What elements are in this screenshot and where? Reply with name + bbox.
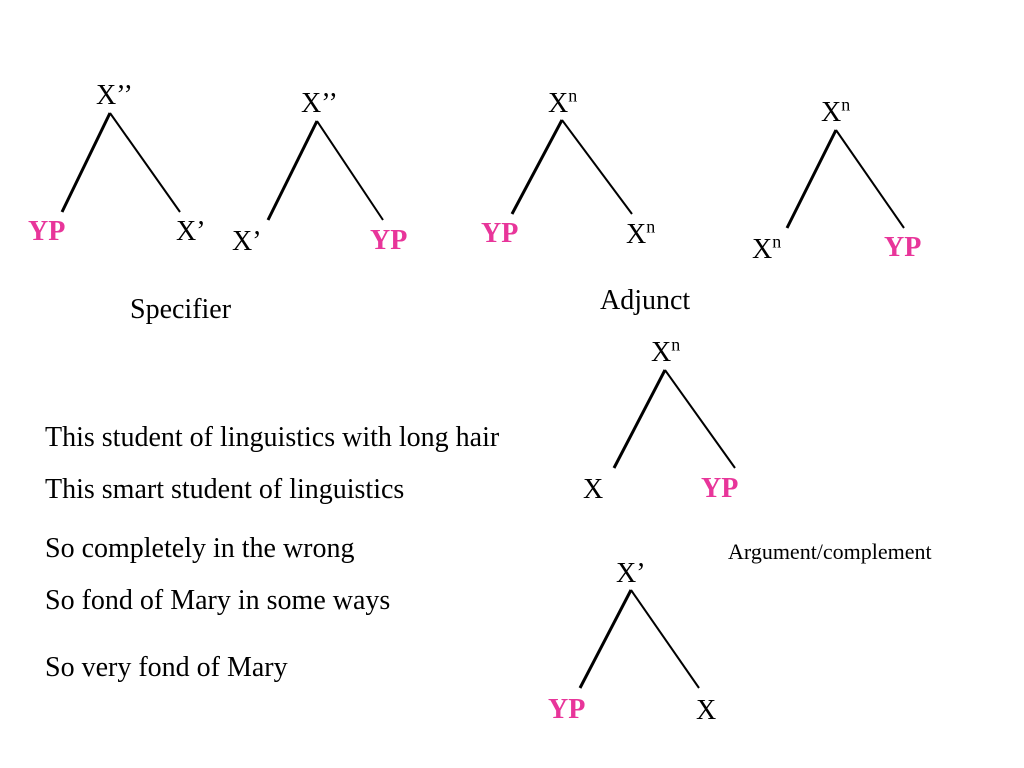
tree3-right-superscript: n	[646, 216, 656, 237]
tree4-root-superscript: n	[841, 94, 851, 115]
tree5-root-label: Xn	[651, 334, 681, 368]
example-phrase-4: So fond of Mary in some ways	[45, 585, 391, 616]
tree4-right-label: YP	[884, 232, 922, 263]
tree3-left-branch	[510, 119, 564, 215]
tree4-right-branch	[835, 129, 905, 229]
tree2-right-label: YP	[370, 225, 408, 256]
tree6-right-label: X	[696, 695, 717, 726]
example-phrase-1: This student of linguistics with long ha…	[45, 422, 500, 453]
tree5-right-label: YP	[701, 473, 739, 504]
tree4-root-label: Xn	[821, 94, 851, 128]
tree4-left-branch	[785, 129, 838, 229]
tree3-root-label: Xn	[548, 85, 578, 119]
tree1-left-label: YP	[28, 216, 66, 247]
tree3-root-superscript: n	[568, 85, 578, 106]
tree6-right-branch	[630, 589, 700, 689]
tree5-left-label: X	[583, 474, 604, 505]
tree3-right-branch	[561, 119, 633, 215]
tree3-left-label: YP	[481, 218, 519, 249]
tree1-right-branch	[109, 112, 181, 213]
tree6-root-label: X’	[616, 558, 646, 589]
tree2-left-branch	[266, 120, 319, 221]
tree2-right-branch	[316, 120, 384, 221]
argument-complement-caption: Argument/complement	[728, 539, 932, 564]
example-phrase-5: So very fond of Mary	[45, 652, 288, 683]
tree4-left-superscript: n	[772, 231, 782, 252]
example-phrase-3: So completely in the wrong	[45, 533, 355, 564]
tree5-root-superscript: n	[671, 334, 681, 355]
adjunct-caption: Adjunct	[600, 285, 691, 316]
tree5-left-branch	[612, 369, 667, 469]
tree3-right-label: Xn	[626, 216, 656, 250]
tree1-right-label: X’	[176, 216, 206, 247]
tree2-root-label: X’’	[301, 88, 338, 119]
tree6-left-branch	[578, 589, 633, 689]
tree4-left-label: Xn	[752, 231, 782, 265]
specifier-caption: Specifier	[130, 294, 232, 325]
example-phrase-2: This smart student of linguistics	[45, 474, 405, 505]
tree5-right-branch	[664, 369, 736, 469]
tree6-left-label: YP	[548, 694, 586, 725]
tree2-left-label: X’	[232, 226, 262, 257]
tree1-root-label: X’’	[96, 80, 133, 111]
tree1-left-branch	[60, 112, 112, 213]
